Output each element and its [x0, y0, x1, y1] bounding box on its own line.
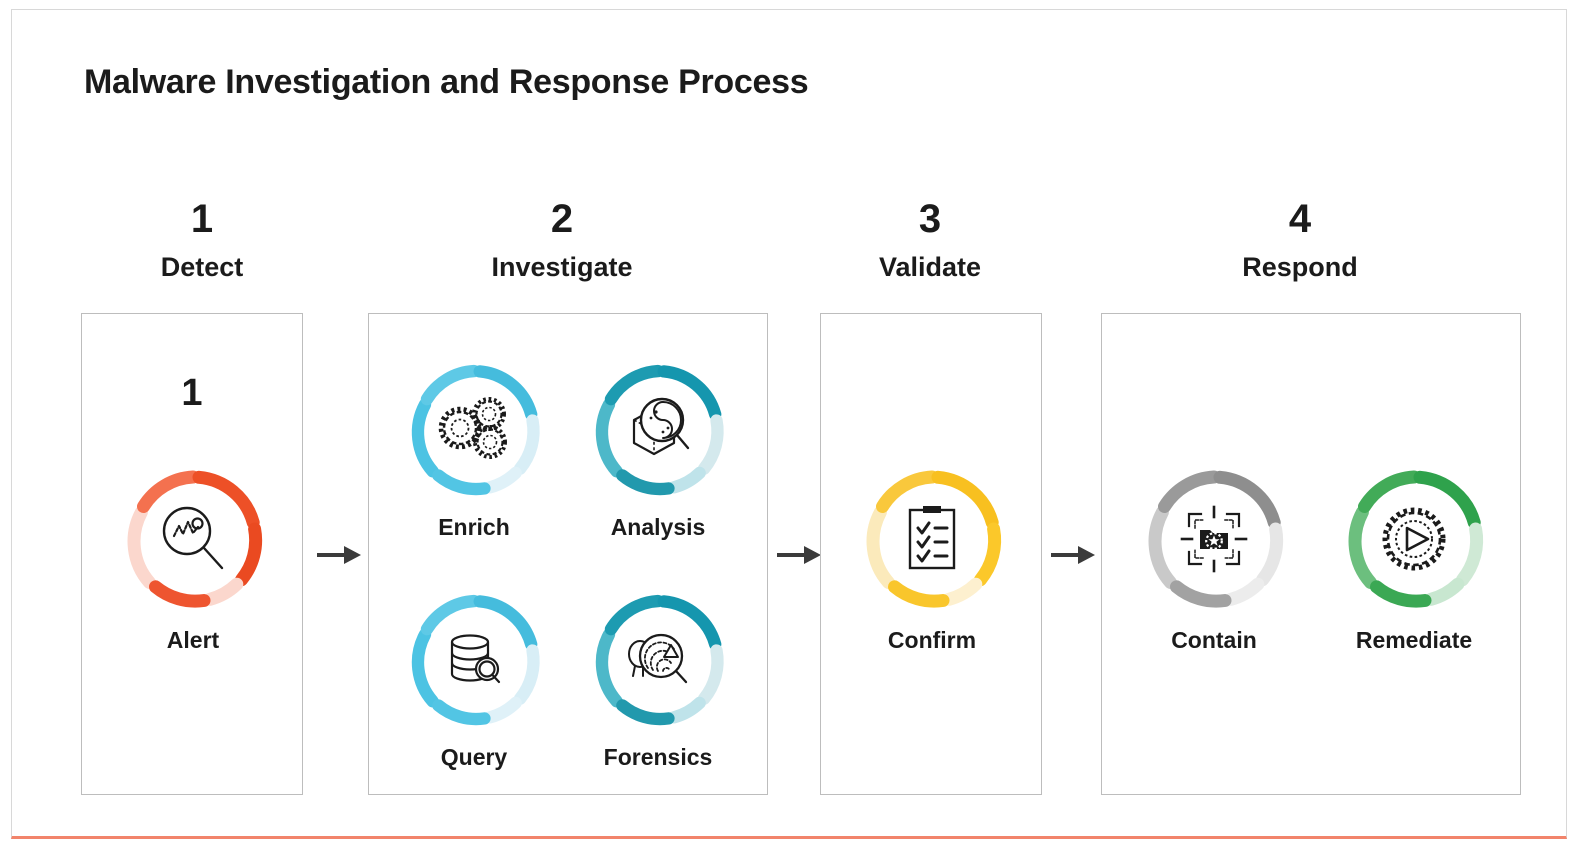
stage-header-validate: 3 Validate: [820, 195, 1040, 287]
stage-label: Respond: [1242, 252, 1358, 282]
stage-label: Investigate: [491, 252, 633, 282]
arrow-detect-to-investigate: [317, 546, 361, 564]
stage-number: 2: [550, 197, 574, 241]
node-label: Forensics: [603, 744, 713, 770]
stage-header-respond: 4 Respond: [1190, 195, 1410, 287]
fingerprint-magnifier-icon: [582, 584, 734, 736]
node-forensics[interactable]: Forensics: [582, 584, 734, 770]
query-ring: [398, 584, 550, 736]
analysis-ring: [582, 354, 734, 506]
node-label: Query: [440, 744, 508, 770]
panel-respond: Contain: [1101, 313, 1521, 795]
stage-label: Detect: [160, 252, 244, 282]
forensics-ring: [582, 584, 734, 736]
alert-ring: [113, 459, 273, 619]
node-query[interactable]: Query: [398, 584, 550, 770]
database-search-icon: [398, 584, 550, 736]
node-label: Remediate: [1355, 627, 1473, 653]
stage-header-investigate: 2 Investigate: [452, 195, 672, 287]
stage-label: Validate: [878, 252, 982, 282]
stage-number: 1: [190, 197, 214, 241]
node-remediate[interactable]: Remediate: [1334, 459, 1494, 653]
arrow-validate-to-respond: [1051, 546, 1095, 564]
node-label: Confirm: [887, 627, 977, 653]
node-alert[interactable]: Alert: [113, 459, 273, 653]
node-contain[interactable]: Contain: [1134, 459, 1294, 653]
node-confirm[interactable]: Confirm: [852, 459, 1012, 653]
panel-inner-number: 1: [181, 372, 203, 414]
stage-number: 3: [918, 197, 942, 241]
node-enrich[interactable]: Enrich: [398, 354, 550, 540]
node-label: Enrich: [438, 514, 510, 540]
panel-validate: Confirm: [820, 313, 1042, 795]
panel-detect: 1: [81, 313, 303, 795]
node-label: Contain: [1171, 627, 1257, 653]
node-label: Alert: [166, 627, 220, 653]
remediate-ring: [1334, 459, 1494, 619]
node-analysis[interactable]: Analysis: [582, 354, 734, 540]
node-label: Analysis: [610, 514, 706, 540]
target-folder-virus-icon: [1134, 459, 1294, 619]
gear-play-icon: [1334, 459, 1494, 619]
panel-investigate: Enrich: [368, 313, 768, 795]
diagram-frame: Malware Investigation and Response Proce…: [11, 9, 1567, 839]
clipboard-checklist-icon: [852, 459, 1012, 619]
magnifier-waveform-icon: [113, 459, 273, 619]
confirm-ring: [852, 459, 1012, 619]
contain-ring: [1134, 459, 1294, 619]
gears-icon: [398, 354, 550, 506]
arrow-investigate-to-validate: [777, 546, 821, 564]
cube-magnifier-icon: [582, 354, 734, 506]
stage-number: 4: [1288, 197, 1312, 241]
enrich-ring: [398, 354, 550, 506]
page-title: Malware Investigation and Response Proce…: [84, 63, 809, 101]
stage-header-detect: 1 Detect: [92, 195, 312, 287]
